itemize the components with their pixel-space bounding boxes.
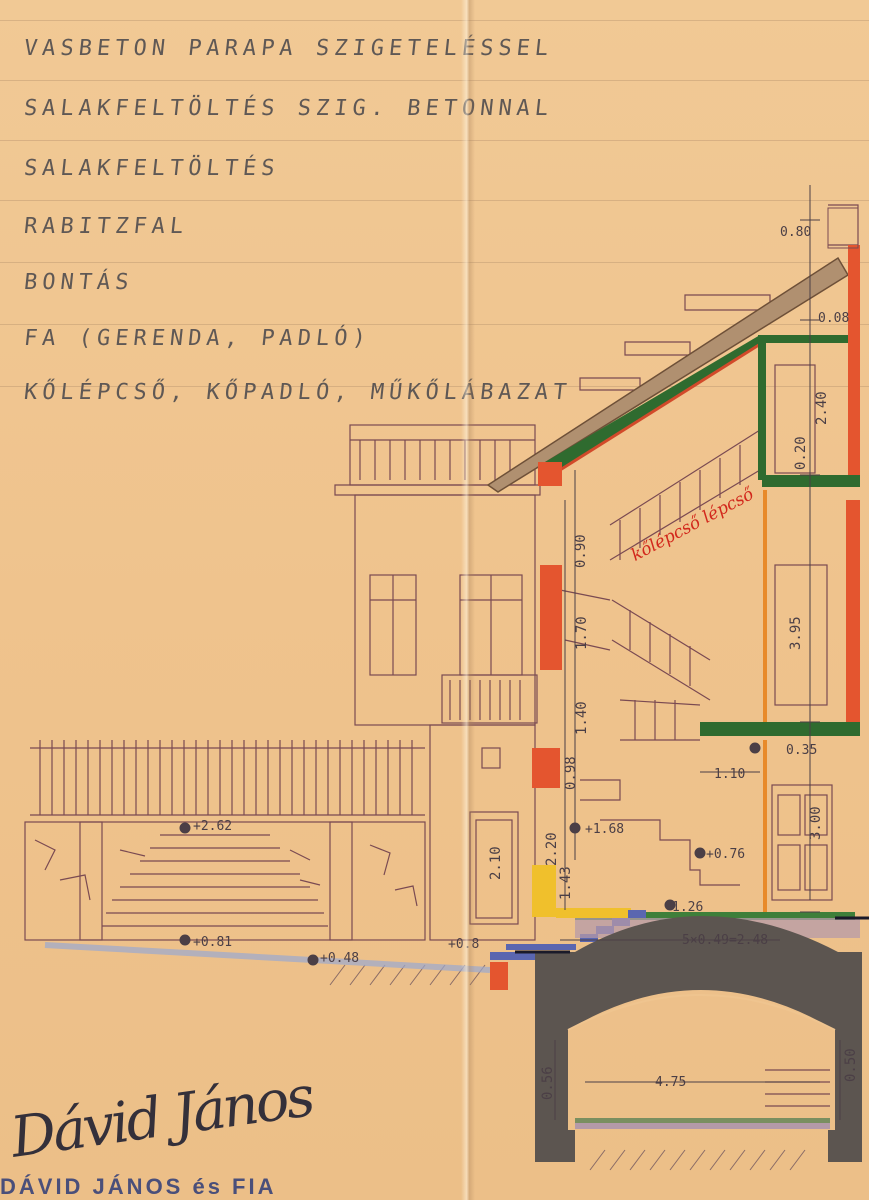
dim-label: +1.68	[585, 822, 624, 837]
dim-label: 0.80	[780, 225, 811, 240]
slab-upper	[762, 475, 860, 487]
balcony-railing	[441, 674, 538, 724]
small-window	[481, 747, 501, 769]
dim-label: 2.40	[814, 391, 830, 425]
parapet-outline	[684, 294, 771, 311]
dim-label: 0.08	[818, 311, 849, 326]
paper-fold	[461, 0, 475, 1200]
roof-slab-green	[540, 335, 760, 478]
dim-label: 2.10	[488, 846, 504, 880]
wall-red-upper	[848, 245, 860, 475]
dim-label: +0.81	[193, 935, 232, 950]
dim-label: 0.50	[843, 1048, 859, 1082]
stone-wall	[24, 821, 426, 941]
ruling-line	[0, 80, 869, 81]
dim-label: 1.40	[574, 701, 590, 735]
orange-post	[763, 490, 767, 722]
front-steps	[102, 834, 328, 927]
ruling-line	[0, 140, 869, 141]
ruling-line	[0, 262, 869, 263]
firm-stamp: DÁVID JÁNOS és FIA	[0, 1174, 277, 1199]
ruling-line	[0, 200, 869, 201]
slab-middle	[700, 722, 860, 736]
ruling-line	[0, 324, 869, 325]
dim-label: 2.20	[544, 832, 560, 866]
dim-label: +0.48	[320, 951, 359, 966]
ground-line	[44, 942, 491, 973]
cellar-vault	[535, 916, 862, 1162]
dim-label: +2.62	[193, 819, 232, 834]
interior-door	[771, 784, 833, 901]
dim-label: 1.10	[714, 767, 745, 782]
dim-label: 0.35	[786, 743, 817, 758]
wall-red-middle	[846, 500, 860, 722]
dim-label: 1.70	[574, 616, 590, 650]
dim-label: +0.76	[706, 847, 745, 862]
facade-wall	[354, 494, 536, 726]
dim-label: 4.75	[655, 1075, 686, 1090]
dim-label: 1.26	[672, 900, 703, 915]
fence-pickets	[39, 740, 413, 815]
dim-label: 0.98	[563, 756, 579, 790]
slab-ground	[575, 912, 855, 920]
ruling-line	[0, 386, 869, 387]
dim-label: 0.20	[793, 436, 809, 470]
wall-red-stair	[540, 565, 562, 670]
dim-label: 3.00	[808, 806, 824, 840]
dim-label: 5×0.49=2.48	[682, 933, 768, 948]
interior-stair	[559, 429, 761, 886]
dim-label: 0.56	[540, 1066, 556, 1100]
ruling-line	[0, 20, 869, 21]
dim-label: 3.95	[788, 616, 804, 650]
dim-label: 0.90	[573, 534, 589, 568]
dim-label: 1.43	[558, 866, 574, 900]
infill-yellow	[532, 865, 556, 917]
slab-top	[758, 335, 848, 343]
